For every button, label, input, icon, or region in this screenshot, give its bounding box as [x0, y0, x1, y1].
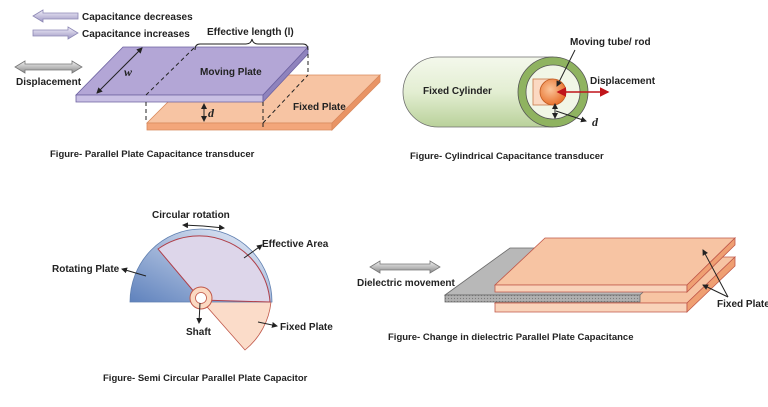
cylinder-displacement-label: Displacement	[590, 76, 656, 87]
width-dimension-arrow-lower	[96, 69, 121, 94]
fixed-plate-label: Fixed Plate	[293, 102, 346, 113]
fixed-cylinder	[402, 56, 554, 128]
dielectric-movement-label: Dielectric movement	[357, 278, 455, 289]
gap-symbol: d	[208, 106, 215, 120]
moving-plate	[75, 45, 309, 104]
displacement-label: Displacement	[16, 77, 82, 88]
fixed-cylinder-label: Fixed Cylinder	[423, 86, 492, 97]
effective-length-label: Effective length (l)	[207, 27, 294, 38]
effective-area-sector	[157, 235, 271, 303]
cylindrical-figure: Fixed Cylinder Moving tube/ rod Displace…	[402, 37, 656, 162]
dashed-overlap-lines	[145, 46, 309, 130]
shaft-label: Shaft	[186, 327, 212, 338]
shaft-hole	[195, 292, 207, 304]
parallel-plate-figure: Capacitance decreases Capacitance increa…	[14, 9, 381, 160]
width-dimension-arrow	[119, 47, 143, 71]
figure-caption-cylindrical: Figure- Cylindrical Capacitance transduc…	[410, 151, 604, 162]
top-fixed-plate	[493, 237, 736, 293]
dielectric-movement-arrow-icon	[369, 260, 441, 274]
displacement-double-arrow-icon	[14, 60, 83, 74]
figure-caption-dielectric: Figure- Change in dielectric Parallel Pl…	[388, 332, 634, 343]
moving-rod-pointer	[556, 49, 576, 87]
effective-area-pointer	[243, 244, 263, 259]
rotating-plate-label: Rotating Plate	[52, 264, 120, 275]
legend-capacitance-increases: Capacitance increases	[82, 29, 190, 40]
fixed-plates-label: Fixed Plates	[717, 299, 768, 310]
capacitance-decrease-arrow-icon	[32, 9, 79, 23]
fixed-plate-sector	[200, 299, 272, 351]
legend-capacitance-decreases: Capacitance decreases	[82, 12, 193, 23]
figure-caption-semi-circular: Figure- Semi Circular Parallel Plate Cap…	[103, 373, 308, 384]
capacitance-increase-arrow-icon	[32, 26, 79, 40]
rotation-arrow-right	[202, 224, 225, 231]
semi-circular-figure: Circular rotation Effective Area Rotatin…	[52, 210, 333, 384]
dielectric-figure: Dielectric movement Fixed Plates Figure-…	[357, 237, 768, 343]
moving-rod-label: Moving tube/ rod	[570, 37, 651, 48]
fixed-plate-pointer	[257, 321, 278, 328]
cylinder-gap-symbol: d	[592, 115, 599, 129]
width-symbol: w	[124, 65, 133, 79]
fixed-plates-pointer-top	[702, 249, 729, 298]
circular-rotation-label: Circular rotation	[152, 210, 230, 221]
effective-area-label: Effective Area	[262, 239, 329, 250]
figure-caption-parallel-plate: Figure- Parallel Plate Capacitance trans…	[50, 149, 255, 160]
shaft-pointer	[196, 302, 203, 324]
rotating-plate-pointer	[121, 267, 147, 277]
rotation-arrow	[182, 222, 204, 229]
moving-plate-label: Moving Plate	[200, 67, 262, 78]
gap-pointer	[555, 110, 587, 123]
fixed-plates-pointer-bottom	[702, 284, 729, 298]
effective-length-brace	[194, 38, 309, 51]
semi-fixed-plate-label: Fixed Plate	[280, 322, 333, 333]
